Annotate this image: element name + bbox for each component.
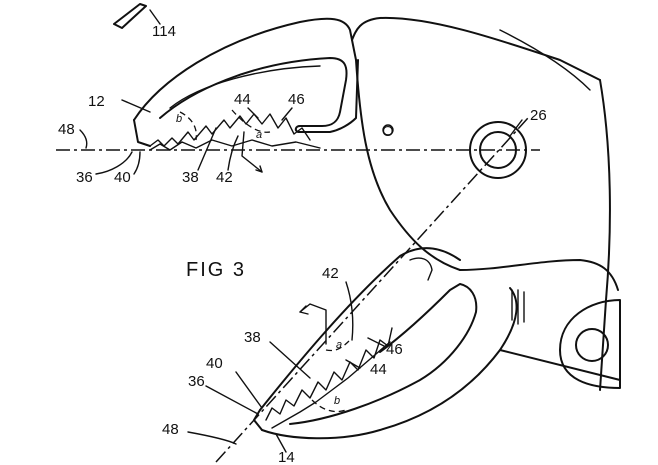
label-48-lower: 48 <box>162 421 179 438</box>
label-46-upper: 46 <box>288 91 305 108</box>
label-40-upper: 40 <box>114 169 131 186</box>
label-46-lower: 46 <box>386 341 403 358</box>
label-114: 114 <box>152 23 176 40</box>
label-36-upper: 36 <box>76 169 93 186</box>
label-42-lower: 42 <box>322 265 339 282</box>
reference-labels: 114 12 48 36 40 38 42 44 46 26 b a O FIG… <box>58 23 547 465</box>
label-26: 26 <box>530 107 547 124</box>
pivot-hole-label: O <box>382 123 394 140</box>
label-44-lower: 44 <box>370 361 387 378</box>
angle-b-lower: b <box>334 395 340 407</box>
angle-a-lower: a <box>336 339 342 351</box>
figure-title: FIG 3 <box>186 259 246 281</box>
label-40-lower: 40 <box>206 355 223 372</box>
angle-a-upper: a <box>256 129 262 141</box>
label-42-upper: 42 <box>216 169 233 186</box>
label-48-upper: 48 <box>58 121 75 138</box>
angle-b-upper: b <box>176 113 182 125</box>
label-12: 12 <box>88 93 105 110</box>
lower-jaw <box>254 248 620 438</box>
label-38-lower: 38 <box>244 329 261 346</box>
label-14: 14 <box>278 449 295 465</box>
label-44-upper: 44 <box>234 91 251 108</box>
leader-lines <box>80 100 522 452</box>
label-38-upper: 38 <box>182 169 199 186</box>
label-36-lower: 36 <box>188 373 205 390</box>
